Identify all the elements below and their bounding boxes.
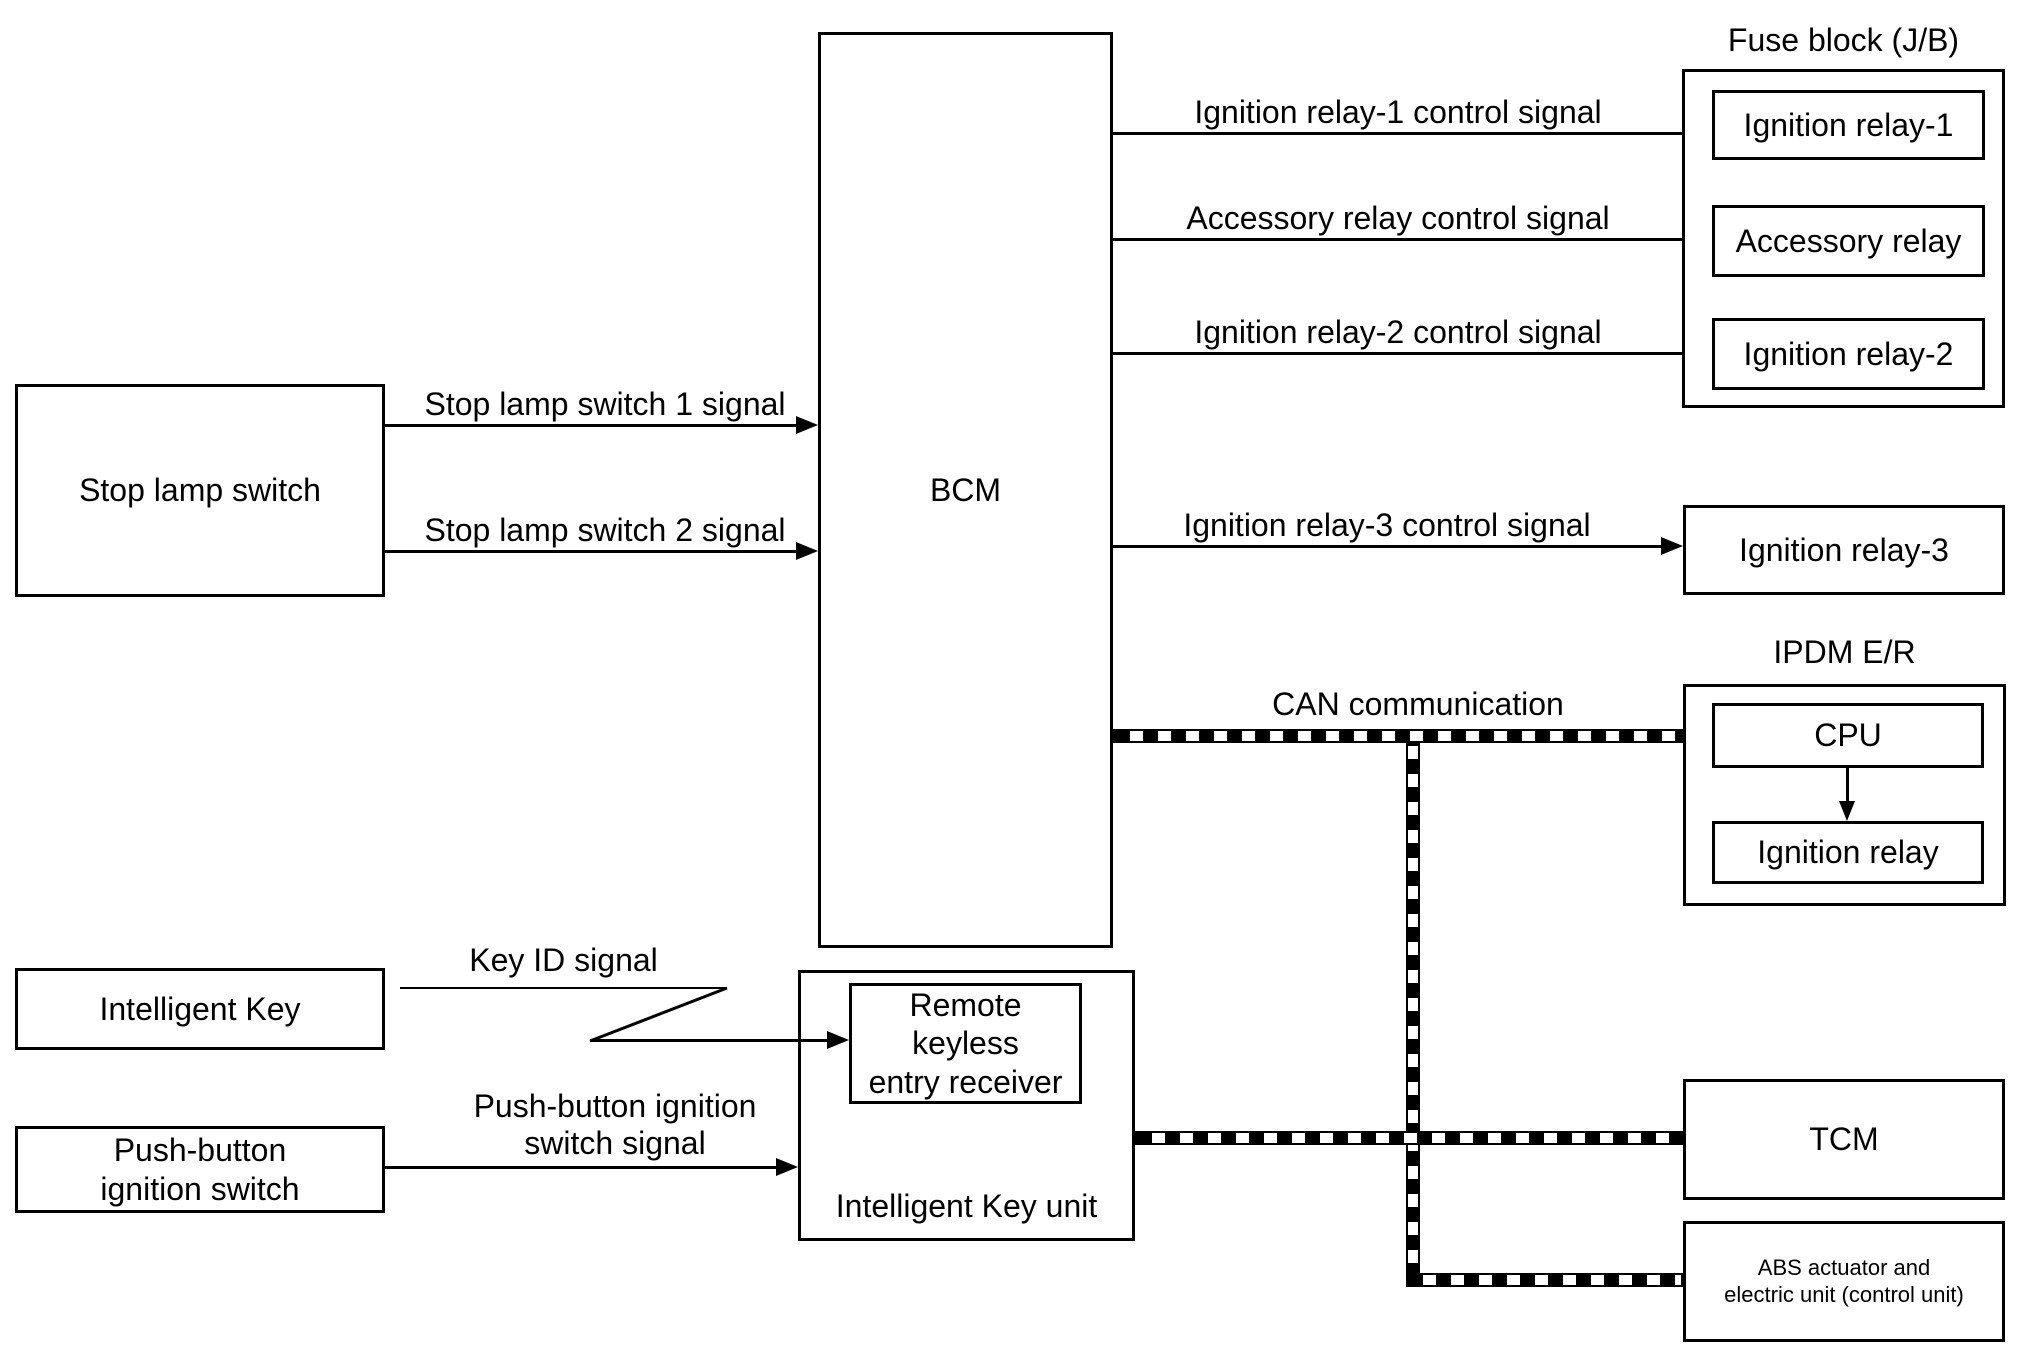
- node-push-button-ignition-switch: Push-button ignition switch: [15, 1126, 385, 1213]
- node-ignition-relay-2: Ignition relay-2: [1712, 318, 1985, 390]
- can-line-bcm-to-cpu: [1113, 729, 1712, 743]
- node-ipdm-ignition-relay: Ignition relay: [1712, 821, 1984, 884]
- signal-ignition-relay-1-line: [1113, 132, 1690, 135]
- node-abs-actuator: ABS actuator and electric unit (control …: [1683, 1221, 2005, 1342]
- can-line-ikunit-to-tcm: [1135, 1131, 1683, 1145]
- node-bcm: BCM: [818, 32, 1113, 948]
- signal-ignition-relay-3-line: [1113, 545, 1661, 548]
- fuse-block-title: Fuse block (J/B): [1727, 22, 1960, 58]
- cpu-to-ignition-relay-line: [1846, 768, 1849, 801]
- node-stop-lamp-switch: Stop lamp switch: [15, 384, 385, 597]
- push-button-signal-label: Push-button ignition switch signal: [473, 1088, 757, 1161]
- node-ignition-relay-3: Ignition relay-3: [1683, 505, 2005, 595]
- signal-ignition-relay-3-label: Ignition relay-3 control signal: [1183, 507, 1591, 543]
- signal-ignition-relay-3-arrowhead: [1661, 537, 1683, 555]
- signal-accessory-relay-line: [1113, 238, 1690, 241]
- signal-stop-lamp-1-label: Stop lamp switch 1 signal: [424, 386, 786, 422]
- key-id-signal-arrowhead: [827, 1031, 849, 1049]
- node-remote-keyless-entry-receiver: Remote keyless entry receiver: [849, 983, 1082, 1104]
- can-line-to-abs: [1406, 1273, 1683, 1287]
- key-id-signal-arrow-line: [590, 1039, 827, 1042]
- push-button-signal-line: [385, 1166, 776, 1169]
- intelligent-key-unit-label: Intelligent Key unit: [835, 1188, 1098, 1224]
- signal-stop-lamp-2-label: Stop lamp switch 2 signal: [424, 512, 786, 548]
- signal-stop-lamp-1-arrowhead: [796, 416, 818, 434]
- node-ignition-relay-1: Ignition relay-1: [1712, 90, 1985, 160]
- cpu-to-ignition-relay-arrowhead: [1839, 801, 1855, 821]
- node-accessory-relay: Accessory relay: [1712, 205, 1985, 277]
- signal-ignition-relay-1-label: Ignition relay-1 control signal: [1194, 94, 1602, 130]
- key-id-signal-upper-line: [400, 987, 727, 989]
- can-line-vertical: [1406, 729, 1420, 1287]
- signal-stop-lamp-1-line: [385, 424, 798, 427]
- can-communication-label: CAN communication: [1272, 686, 1564, 722]
- node-intelligent-key: Intelligent Key: [15, 968, 385, 1050]
- node-tcm: TCM: [1683, 1079, 2005, 1200]
- key-id-signal-diagonal: [589, 986, 728, 1043]
- signal-stop-lamp-2-arrowhead: [796, 542, 818, 560]
- signal-accessory-relay-label: Accessory relay control signal: [1186, 200, 1610, 236]
- node-cpu: CPU: [1712, 703, 1984, 768]
- signal-ignition-relay-2-line: [1113, 352, 1690, 355]
- signal-ignition-relay-2-label: Ignition relay-2 control signal: [1194, 314, 1602, 350]
- ipdm-er-title: IPDM E/R: [1773, 634, 1916, 670]
- push-button-signal-arrowhead: [776, 1158, 798, 1176]
- key-id-signal-label: Key ID signal: [469, 942, 658, 978]
- signal-stop-lamp-2-line: [385, 550, 798, 553]
